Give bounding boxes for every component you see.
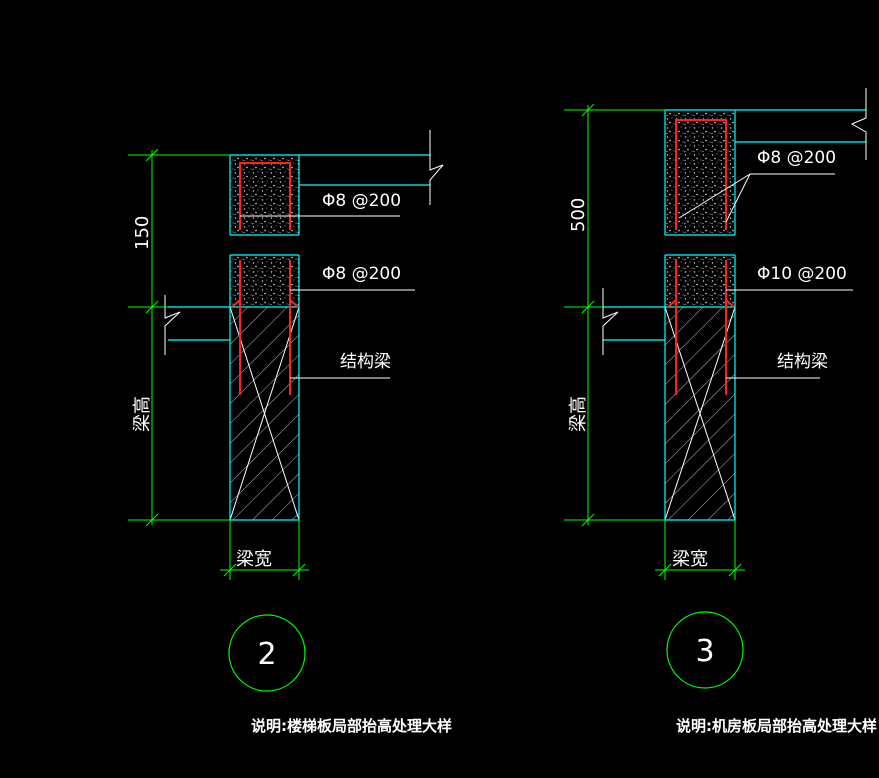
rebar-label-top: Φ8 @200 [322,191,401,211]
slab-concrete-mid [230,255,299,307]
dimension-value: 500 [568,198,589,232]
height-label: 梁高 [568,396,589,432]
caption: 说明:楼梯板局部抬高处理大样 [251,717,452,735]
detail-number-circle [666,611,744,689]
detail-number: 3 [695,634,714,669]
width-dimension [655,520,745,580]
detail-3: 500 梁高 梁宽 Φ8 @200 Φ10 @200 结构梁 3 说明:机房板局… [564,88,877,735]
rebar [231,162,299,395]
height-dimension [564,103,665,527]
rebar-label-mid: Φ10 @200 [757,264,847,284]
break-line-bottom [164,295,181,355]
break-line-top [429,130,444,205]
rebar-label-mid: Φ8 @200 [322,264,401,284]
dimension-value: 150 [132,216,153,250]
beam-label: 结构梁 [340,352,391,372]
width-label: 梁宽 [236,549,272,570]
height-label: 梁高 [132,396,153,432]
width-label: 梁宽 [672,549,708,570]
slab-concrete-top [230,155,299,235]
break-line-bottom [602,288,619,355]
width-dimension [220,520,309,580]
caption: 说明:机房板局部抬高处理大样 [676,717,877,735]
detail-number-circle [228,614,306,692]
rebar [667,119,735,395]
height-dimension [128,148,230,527]
beam-diagonal-2 [229,306,300,521]
leaders [678,173,853,379]
beam-label: 结构梁 [777,352,828,372]
leaders [240,215,415,379]
beam-diagonal-2 [664,306,736,521]
detail-2: 150 梁高 梁宽 Φ8 @200 Φ8 @200 结构梁 2 说明:楼梯板局部… [128,130,452,735]
section-outline [168,154,430,521]
break-line-top [850,88,867,160]
detail-number: 2 [257,637,276,672]
section-outline [603,109,866,521]
rebar-label-top: Φ8 @200 [757,148,836,168]
